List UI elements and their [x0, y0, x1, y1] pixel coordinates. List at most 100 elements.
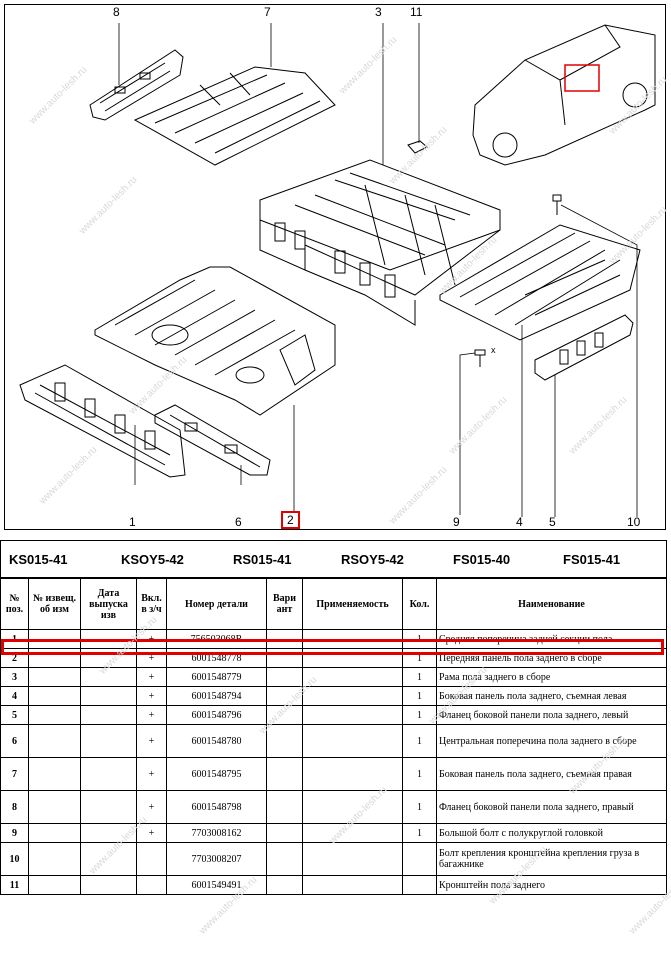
header-name: Наименование — [436, 578, 667, 630]
applicability-cell — [302, 686, 403, 706]
model-code: FS015-40 — [453, 552, 511, 567]
part-9-bolt-shape — [474, 349, 486, 367]
pos-cell: 6 — [0, 724, 29, 758]
name-cell: Кронштейн пола заднего — [436, 875, 667, 895]
pos-cell: 10 — [0, 842, 29, 876]
header-incl: Вкл. в з/ч — [136, 578, 167, 630]
part-4-shape — [439, 224, 641, 341]
name-cell: Фланец боковой панели пола заднего, левы… — [436, 705, 667, 725]
variant-cell — [266, 648, 303, 668]
applicability-cell — [302, 842, 403, 876]
pos-cell: 7 — [0, 757, 29, 791]
pos-cell: 8 — [0, 790, 29, 824]
notice-cell — [28, 667, 81, 687]
part-number-cell: 6001548794 — [166, 686, 267, 706]
incl-cell: + — [136, 667, 167, 687]
part-10-bolt-shape — [552, 194, 562, 215]
notice-cell — [28, 757, 81, 791]
header-pos: № поз. — [0, 578, 29, 630]
qty-cell: 1 — [402, 757, 437, 791]
header-qty: Кол. — [402, 578, 437, 630]
date-cell — [80, 875, 137, 895]
model-code: RS015-41 — [233, 552, 292, 567]
qty-cell — [402, 842, 437, 876]
callout-8[interactable]: 8 — [113, 5, 120, 19]
pos-cell: 3 — [0, 667, 29, 687]
callout-6[interactable]: 6 — [235, 515, 242, 529]
callout-9[interactable]: 9 — [453, 515, 460, 529]
part-8-shape — [89, 49, 184, 121]
notice-cell — [28, 705, 81, 725]
qty-cell: 1 — [402, 648, 437, 668]
date-cell — [80, 724, 137, 758]
callout-4[interactable]: 4 — [516, 515, 523, 529]
model-code: FS015-41 — [563, 552, 621, 567]
part-6-shape — [154, 404, 271, 476]
qty-cell: 1 — [402, 629, 437, 649]
model-code: RSOY5-42 — [341, 552, 404, 567]
pos-cell: 11 — [0, 875, 29, 895]
notice-cell — [28, 790, 81, 824]
variant-cell — [266, 667, 303, 687]
incl-cell: + — [136, 705, 167, 725]
car-silhouette — [472, 24, 656, 166]
callout-1[interactable]: 1 — [129, 515, 136, 529]
callout-5[interactable]: 5 — [549, 515, 556, 529]
notice-cell — [28, 724, 81, 758]
part-number-cell: 6001548778 — [166, 648, 267, 668]
name-cell: Боковая панель пола заднего, съемная пра… — [436, 757, 667, 791]
applicability-cell — [302, 724, 403, 758]
part-number-cell: 756503068R — [166, 629, 267, 649]
notice-cell — [28, 823, 81, 843]
incl-cell — [136, 842, 167, 876]
callout-10[interactable]: 10 — [627, 515, 641, 529]
callout-2-highlighted[interactable]: 2 — [281, 511, 300, 529]
header-part-number: Номер детали — [166, 578, 267, 630]
incl-cell: + — [136, 648, 167, 668]
incl-cell: + — [136, 686, 167, 706]
applicability-cell — [302, 629, 403, 649]
qty-cell: 1 — [402, 823, 437, 843]
variant-cell — [266, 842, 303, 876]
applicability-cell — [302, 757, 403, 791]
incl-cell — [136, 875, 167, 895]
parts-table: № поз. № извещ. об изм Дата выпуска изв … — [0, 578, 667, 895]
callout-7[interactable]: 7 — [264, 5, 271, 19]
pos-cell: 1 — [0, 629, 29, 649]
callout-3[interactable]: 3 — [375, 5, 382, 19]
part-number-cell: 6001548779 — [166, 667, 267, 687]
qty-cell: 1 — [402, 790, 437, 824]
part-3-shape — [259, 159, 501, 326]
header-notice: № извещ. об изм — [28, 578, 81, 630]
callout-11[interactable]: 11 — [410, 5, 423, 19]
part-7-shape — [133, 66, 336, 166]
name-cell: Болт крепления кронштейна крепления груз… — [436, 842, 667, 876]
name-cell: Средняя поперечина задней секции пола — [436, 629, 667, 649]
name-cell: Центральная поперечина пола заднего в сб… — [436, 724, 667, 758]
axis-x-mark: x — [491, 345, 496, 355]
part-number-cell: 6001548798 — [166, 790, 267, 824]
applicability-cell — [302, 790, 403, 824]
pos-cell: 2 — [0, 648, 29, 668]
incl-cell: + — [136, 724, 167, 758]
header-date: Дата выпуска изв — [80, 578, 137, 630]
applicability-cell — [302, 875, 403, 895]
qty-cell: 1 — [402, 686, 437, 706]
leader-lines — [118, 23, 638, 517]
date-cell — [80, 705, 137, 725]
variant-cell — [266, 790, 303, 824]
variant-cell — [266, 823, 303, 843]
incl-cell: + — [136, 757, 167, 791]
date-cell — [80, 790, 137, 824]
part-1-shape — [19, 364, 186, 478]
